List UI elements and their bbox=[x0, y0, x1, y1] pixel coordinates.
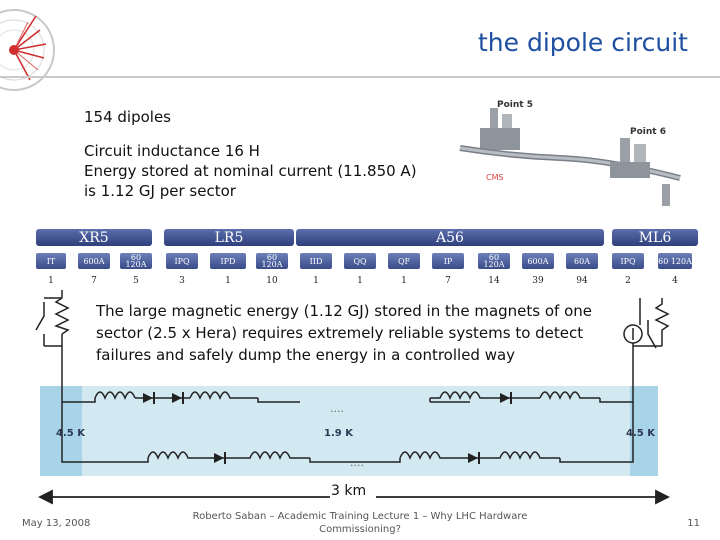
energy-paragraph: The large magnetic energy (1.12 GJ) stor… bbox=[96, 300, 596, 366]
point5-label: Point 5 bbox=[497, 100, 533, 110]
cell-60-120a: 60 120A bbox=[120, 253, 152, 269]
count: 5 bbox=[133, 276, 139, 286]
count: 2 bbox=[625, 276, 631, 286]
temp-right: 4.5 K bbox=[626, 428, 656, 439]
count: 1 bbox=[48, 276, 54, 286]
count: 1 bbox=[313, 276, 319, 286]
lhc-sector-map: Point 5 Point 6 CMS bbox=[459, 100, 681, 206]
cell-600a: 600A bbox=[78, 253, 110, 269]
energy-line-2: is 1.12 GJ per sector bbox=[84, 182, 236, 200]
count: 3 bbox=[179, 276, 185, 286]
ellipsis-lower: .... bbox=[350, 456, 364, 469]
point6-label: Point 6 bbox=[630, 127, 666, 137]
title-divider bbox=[0, 76, 720, 78]
section-ml6: ML6 bbox=[612, 229, 698, 246]
count: 1 bbox=[401, 276, 407, 286]
count: 1 bbox=[225, 276, 231, 286]
section-lr5: LR5 bbox=[164, 229, 294, 246]
temp-left: 4.5 K bbox=[56, 428, 86, 439]
cell-ipq: IPQ bbox=[612, 253, 644, 269]
dipole-circuit-diagram: .... .... 4.5 K 1.9 K 4.5 K 3 km bbox=[35, 290, 671, 505]
cell-qq: QQ bbox=[344, 253, 376, 269]
cell-60-120a: 60 120A bbox=[256, 253, 288, 269]
cell-60-120a: 60 120A bbox=[478, 253, 510, 269]
cell-iid: IID bbox=[300, 253, 332, 269]
lhc-event-logo bbox=[0, 9, 55, 91]
cell-ip: IP bbox=[432, 253, 464, 269]
footer-author-line2: Commissioning? bbox=[319, 524, 401, 535]
length-label: 3 km bbox=[331, 483, 366, 499]
count: 39 bbox=[532, 276, 544, 286]
cell-60a: 60A bbox=[566, 253, 598, 269]
count: 94 bbox=[576, 276, 588, 286]
cell-ipq: IPQ bbox=[166, 253, 198, 269]
count: 7 bbox=[91, 276, 97, 286]
ellipsis-upper: .... bbox=[330, 402, 344, 415]
section-a56: A56 bbox=[296, 229, 604, 246]
cell-60-120a: 60 120A bbox=[658, 253, 692, 269]
count: 14 bbox=[488, 276, 500, 286]
count: 10 bbox=[266, 276, 278, 286]
inductance-line: Circuit inductance 16 H bbox=[84, 142, 260, 160]
section-xr5: XR5 bbox=[36, 229, 152, 246]
dipole-count: 154 dipoles bbox=[84, 108, 171, 126]
cell-it: IT bbox=[36, 253, 66, 269]
cell-qf: QF bbox=[388, 253, 420, 269]
page-number: 11 bbox=[687, 518, 700, 529]
temp-center: 1.9 K bbox=[324, 428, 354, 439]
footer-author-line1: Roberto Saban – Academic Training Lectur… bbox=[192, 511, 528, 522]
count: 7 bbox=[445, 276, 451, 286]
cms-label: CMS bbox=[486, 173, 504, 182]
count: 1 bbox=[357, 276, 363, 286]
energy-line: Energy stored at nominal current (11.850… bbox=[84, 162, 417, 180]
cell-600a: 600A bbox=[522, 253, 554, 269]
count: 4 bbox=[672, 276, 678, 286]
slide-title: the dipole circuit bbox=[478, 28, 688, 57]
footer-date: May 13, 2008 bbox=[22, 518, 91, 529]
cell-ipd: IPD bbox=[210, 253, 246, 269]
